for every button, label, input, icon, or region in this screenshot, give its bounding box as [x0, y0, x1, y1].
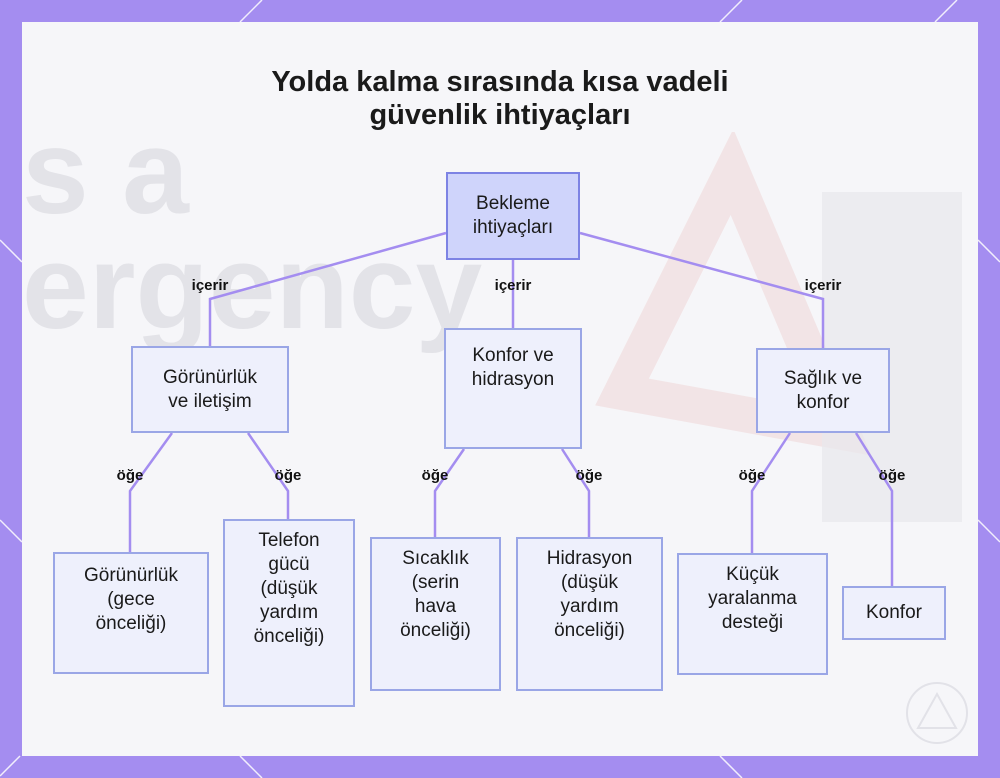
node-phone-power[interactable]: Telefon gücü (düşük yardım önceliği)	[223, 519, 355, 707]
node-hydration-label: Hidrasyon (düşük yardım önceliği)	[546, 548, 633, 641]
node-temperature-label: Sıcaklık (serin hava önceliği)	[400, 548, 471, 641]
edge-comfort-temperature	[433, 448, 466, 537]
node-waiting-needs-label: Bekleme ihtiyaçları	[472, 193, 554, 238]
node-visibility-night[interactable]: Görünürlük (gece önceliği)	[53, 552, 209, 674]
edge-root-visibility	[208, 231, 447, 346]
node-comfort-hydration-label: Konfor ve hidrasyon	[471, 345, 555, 390]
node-comfort[interactable]: Konfor	[842, 586, 946, 640]
edges-layer	[128, 231, 894, 586]
diagram-canvas: s a ergency Yolda kalma sırasında kısa v…	[22, 22, 978, 756]
node-comfort-label: Konfor	[866, 602, 922, 623]
edge-label-item-3: öğe	[421, 467, 449, 484]
edge-label-item-5: öğe	[738, 467, 766, 484]
diagram-title: Yolda kalma sırasında kısa vadeli güvenl…	[22, 66, 978, 132]
edge-health-comfort	[854, 432, 894, 586]
node-phone-power-label: Telefon gücü (düşük yardım önceliği)	[253, 530, 325, 647]
edge-label-contains-2: içerir	[494, 277, 532, 294]
edge-visibility-visibility	[128, 432, 174, 552]
node-hydration[interactable]: Hidrasyon (düşük yardım önceliği)	[516, 537, 663, 691]
edge-comfort-hydration	[560, 448, 591, 537]
edge-label-item-1: öğe	[116, 467, 144, 484]
node-health-comfort[interactable]: Sağlık ve konfor	[756, 348, 890, 433]
edge-label-item-2: öğe	[274, 467, 302, 484]
node-comfort-hydration[interactable]: Konfor ve hidrasyon	[444, 328, 582, 449]
background-text-line1: s a	[22, 105, 189, 239]
edge-health-injury	[750, 432, 792, 553]
node-temperature[interactable]: Sıcaklık (serin hava önceliği)	[370, 537, 501, 691]
node-waiting-needs[interactable]: Bekleme ihtiyaçları	[446, 172, 580, 260]
edge-visibility-phone	[246, 432, 290, 519]
node-visibility-communication[interactable]: Görünürlük ve iletişim	[131, 346, 289, 433]
edge-label-contains-1: içerir	[191, 277, 229, 294]
title-line-2: güvenlik ihtiyaçları	[369, 99, 631, 131]
watermark-logo-icon	[906, 682, 968, 744]
node-injury-support-label: Küçük yaralanma desteği	[708, 564, 797, 633]
node-injury-support[interactable]: Küçük yaralanma desteği	[677, 553, 828, 675]
node-visibility-communication-label: Görünürlük ve iletişim	[163, 366, 257, 412]
edge-label-contains-3: içerir	[804, 277, 842, 294]
edge-label-item-4: öğe	[575, 467, 603, 484]
title-line-1: Yolda kalma sırasında kısa vadeli	[271, 66, 729, 98]
node-health-comfort-label: Sağlık ve konfor	[783, 367, 863, 413]
node-visibility-night-label: Görünürlük (gece önceliği)	[84, 565, 178, 634]
edge-root-health	[579, 231, 825, 348]
edge-label-item-6: öğe	[878, 467, 906, 484]
